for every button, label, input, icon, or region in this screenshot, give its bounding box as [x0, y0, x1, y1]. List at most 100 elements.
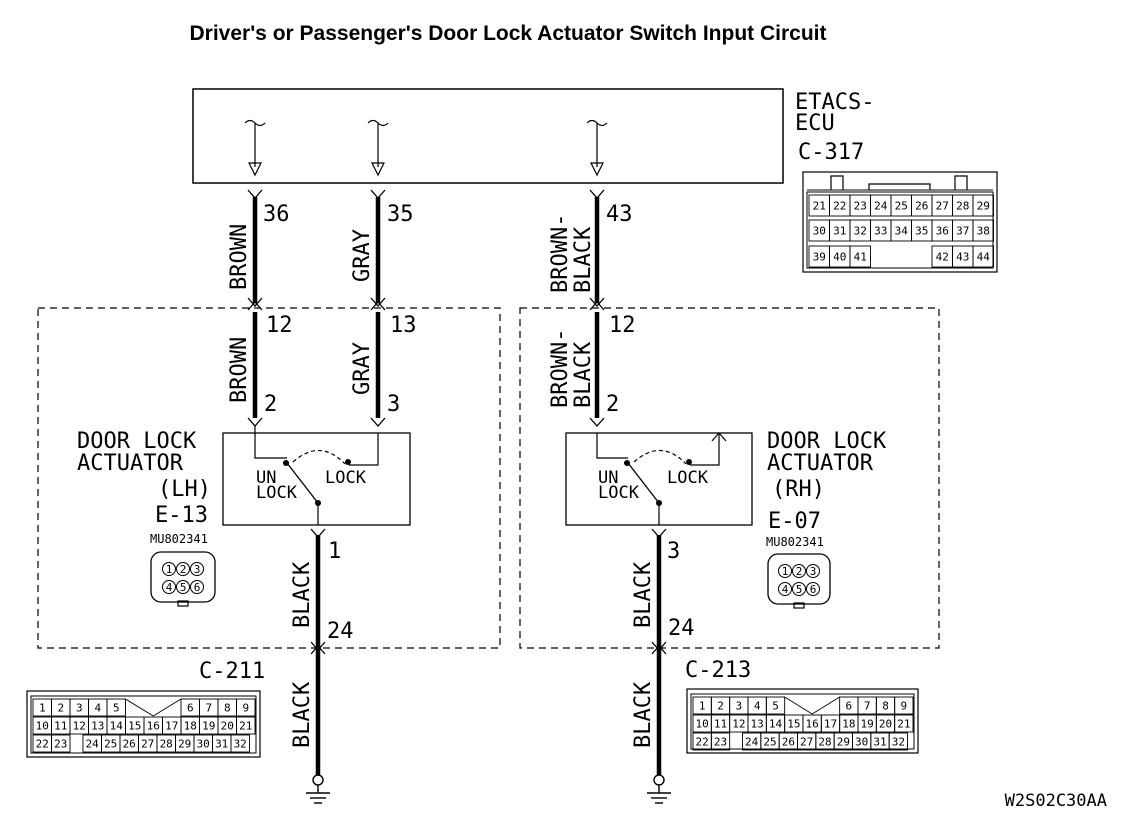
wire-color-gray-upper: GRAY: [350, 229, 375, 282]
joint-pin: 21: [897, 718, 910, 731]
actuator-face-pin: [162, 580, 176, 594]
actuator-lh-side: (LH): [158, 477, 211, 502]
joint-pin: 2: [717, 700, 724, 713]
rh-door-harness-boundary: [519, 307, 940, 649]
joint-pin: 13: [91, 720, 104, 733]
actuator-face-pin-label: 1: [166, 563, 173, 576]
c317-pin: 36: [936, 225, 949, 238]
wire-color-gray-lower: GRAY: [350, 342, 375, 395]
joint-pin: 18: [184, 720, 197, 733]
c317-pin: 25: [895, 200, 908, 213]
actuator-face-pin: [176, 580, 190, 594]
actuator-face-pin-label: 5: [796, 583, 803, 596]
c317-pin: 31: [833, 225, 846, 238]
c317-pin: 23: [854, 200, 867, 213]
joint-pin: 19: [202, 720, 215, 733]
actuator-face-pin: [176, 562, 190, 576]
c317-pin: 37: [956, 225, 969, 238]
lh-switch-unlock-line1: UN: [256, 468, 276, 488]
c317-pin: 22: [833, 200, 846, 213]
lh-ground-pin: 1: [328, 539, 341, 564]
c317-pin: 32: [854, 225, 867, 238]
ecu-pin-36: 36: [263, 202, 290, 227]
joint-pin: 20: [879, 718, 892, 731]
joint-pin-cell: [230, 734, 250, 753]
wire-color-rh-upper-line1: BROWN-: [548, 214, 573, 293]
joint-pin: 22: [36, 738, 49, 751]
wire-color-rh-lower-line1: BROWN-: [548, 329, 573, 408]
actuator-lh-pin-2: 2: [264, 392, 277, 417]
c317-pin: 30: [813, 225, 826, 238]
actuator-pin-marks: [247, 417, 605, 427]
joint-pin: 17: [824, 718, 837, 731]
joint-pin: 25: [763, 736, 776, 749]
ecu-name-line2: ECU: [795, 111, 835, 136]
joint-pin: 11: [54, 720, 67, 733]
rh-switch-unlock-line1: UN: [598, 468, 618, 488]
lh-ground-wire-color-upper: BLACK: [290, 561, 315, 628]
joint-pin: 30: [855, 736, 868, 749]
joint-pin-cell: [888, 732, 908, 751]
joint-pin: 6: [187, 702, 194, 715]
rh-ground-connector-id: C-213: [685, 658, 751, 683]
joint-pin: 21: [239, 720, 252, 733]
actuator-face-pin: [778, 564, 792, 578]
actuator-lh-connector: E-13: [155, 503, 208, 528]
actuator-face-pin-label: 2: [180, 563, 187, 576]
joint-pin: 10: [696, 718, 709, 731]
joint-pin: 4: [94, 702, 101, 715]
joint-pin: 10: [36, 720, 49, 733]
c317-pin: 42: [936, 251, 949, 264]
joint-pin-cell: [106, 698, 126, 717]
joint-pin: 16: [806, 718, 819, 731]
joint-pin: 5: [772, 700, 779, 713]
joint-pin: 31: [873, 736, 886, 749]
actuator-lh-part-number: MU802341: [150, 532, 208, 546]
actuator-lh-pin-3: 3: [387, 392, 400, 417]
c317-pin: 38: [977, 225, 990, 238]
actuator-face-pin-label: 2: [796, 565, 803, 578]
joint-pin: 3: [736, 700, 743, 713]
joint-pin-cell: [894, 714, 914, 733]
wire-color-rh-upper-line2: BLACK: [571, 226, 596, 293]
c317-pin: 43: [956, 251, 969, 264]
c317-pin: 44: [977, 251, 991, 264]
actuator-rh-side: (RH): [772, 477, 825, 502]
ecu-connector-id: C-317: [798, 140, 864, 165]
door-side-wires: [252, 312, 600, 418]
c317-pin-cell: [972, 245, 994, 268]
actuator-lh: UN LOCK LOCK: [222, 426, 411, 526]
rh-switch-lock: LOCK: [667, 468, 709, 488]
ground-symbol-rh: [647, 774, 671, 804]
joint-pin: 24: [86, 738, 100, 751]
joint-pin: 8: [882, 700, 889, 713]
joint-pin: 15: [787, 718, 800, 731]
joint-pin: 32: [892, 736, 905, 749]
joint-pin: 23: [714, 736, 727, 749]
c317-pin-cell: [849, 245, 871, 268]
joint-pin: 11: [714, 718, 727, 731]
lh-switch-unlock-line2: LOCK: [256, 483, 298, 503]
wire-color-rh-lower-line2: BLACK: [571, 341, 596, 408]
joint-pin: 14: [769, 718, 783, 731]
lh-ground-connector-id: C-211: [199, 659, 265, 684]
joint-pin-cell: [710, 732, 731, 751]
c317-pin: 27: [936, 200, 949, 213]
ecu-name-line1: ETACS-: [795, 90, 874, 115]
actuator-face-pin: [792, 564, 806, 578]
c317-pin: 24: [874, 200, 888, 213]
joint-pin: 1: [699, 700, 706, 713]
actuator-rh-pin-2: 2: [606, 392, 619, 417]
joint-pin-cell: [894, 696, 914, 715]
joint-pin: 19: [861, 718, 874, 731]
actuator-lh-name-line1: DOOR LOCK: [77, 429, 197, 454]
actuator-face-pin: [806, 582, 820, 596]
c317-pin: 40: [833, 251, 846, 264]
c317-pin: 39: [813, 251, 826, 264]
ecu-pin-35: 35: [387, 202, 414, 227]
actuator-rh: UN LOCK LOCK: [565, 432, 753, 526]
joint-pin: 1: [39, 702, 46, 715]
